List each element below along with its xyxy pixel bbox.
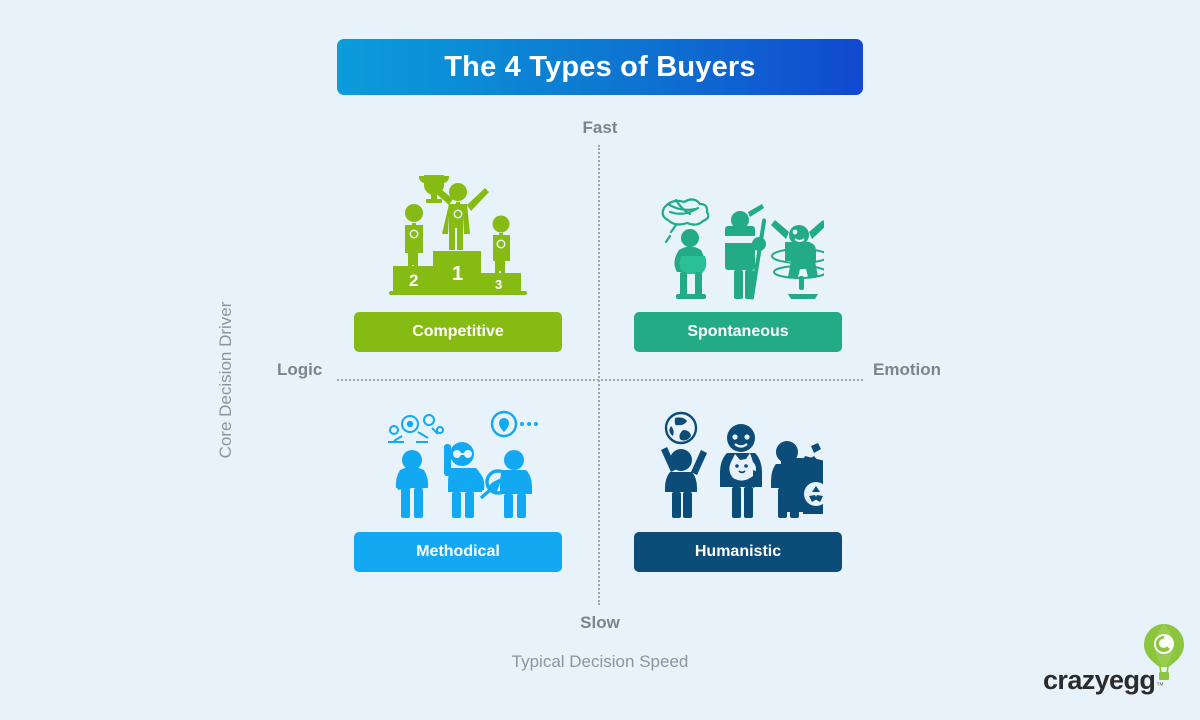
winners-podium-icon: 1 2 3	[383, 155, 533, 300]
quadrant-label-text: Competitive	[412, 323, 504, 340]
brand-wordmark: crazyegg	[1043, 665, 1156, 695]
page-title: The 4 Types of Buyers	[444, 50, 756, 83]
quadrant-label-methodical[interactable]: Methodical	[354, 532, 562, 572]
quadrant-label-text: Humanistic	[694, 543, 782, 560]
quadrant-methodical: Methodical	[308, 400, 608, 572]
axis-cap-emotion: Emotion	[873, 360, 941, 379]
hot-air-balloon-icon	[1144, 624, 1184, 680]
quadrant-label-text: Spontaneous	[687, 323, 789, 340]
axis-cap-logic: Logic	[277, 360, 323, 379]
quadrant-label-humanistic[interactable]: Humanistic	[634, 532, 842, 572]
crazyegg-logo[interactable]: crazyegg ™	[1043, 624, 1184, 700]
quadrant-competitive: 1 2 3 Competitive	[308, 155, 608, 352]
trademark-symbol: ™	[1156, 681, 1164, 690]
podium-number-third: 3	[495, 277, 502, 292]
caring-people-icon	[653, 400, 823, 520]
axis-cap-fast: Fast	[582, 118, 618, 137]
quadrant-label-competitive[interactable]: Competitive	[354, 312, 562, 352]
quadrant-spontaneous: Spontaneous	[588, 155, 888, 352]
y-axis-title: Core Decision Driver	[216, 301, 235, 459]
vertical-axis-line	[598, 145, 600, 605]
axis-cap-slow: Slow	[580, 613, 620, 632]
quadrant-humanistic: Humanistic	[588, 400, 888, 572]
analytical-people-icon	[374, 400, 542, 520]
quadrant-label-text: Methodical	[416, 543, 500, 560]
title-banner: The 4 Types of Buyers	[337, 39, 863, 95]
impulsive-people-icon	[652, 155, 824, 300]
quadrant-label-spontaneous[interactable]: Spontaneous	[634, 312, 842, 352]
x-axis-title: Typical Decision Speed	[511, 652, 689, 671]
podium-number-first: 1	[452, 263, 463, 285]
podium-number-second: 2	[409, 271, 418, 290]
horizontal-axis-line	[337, 379, 863, 381]
